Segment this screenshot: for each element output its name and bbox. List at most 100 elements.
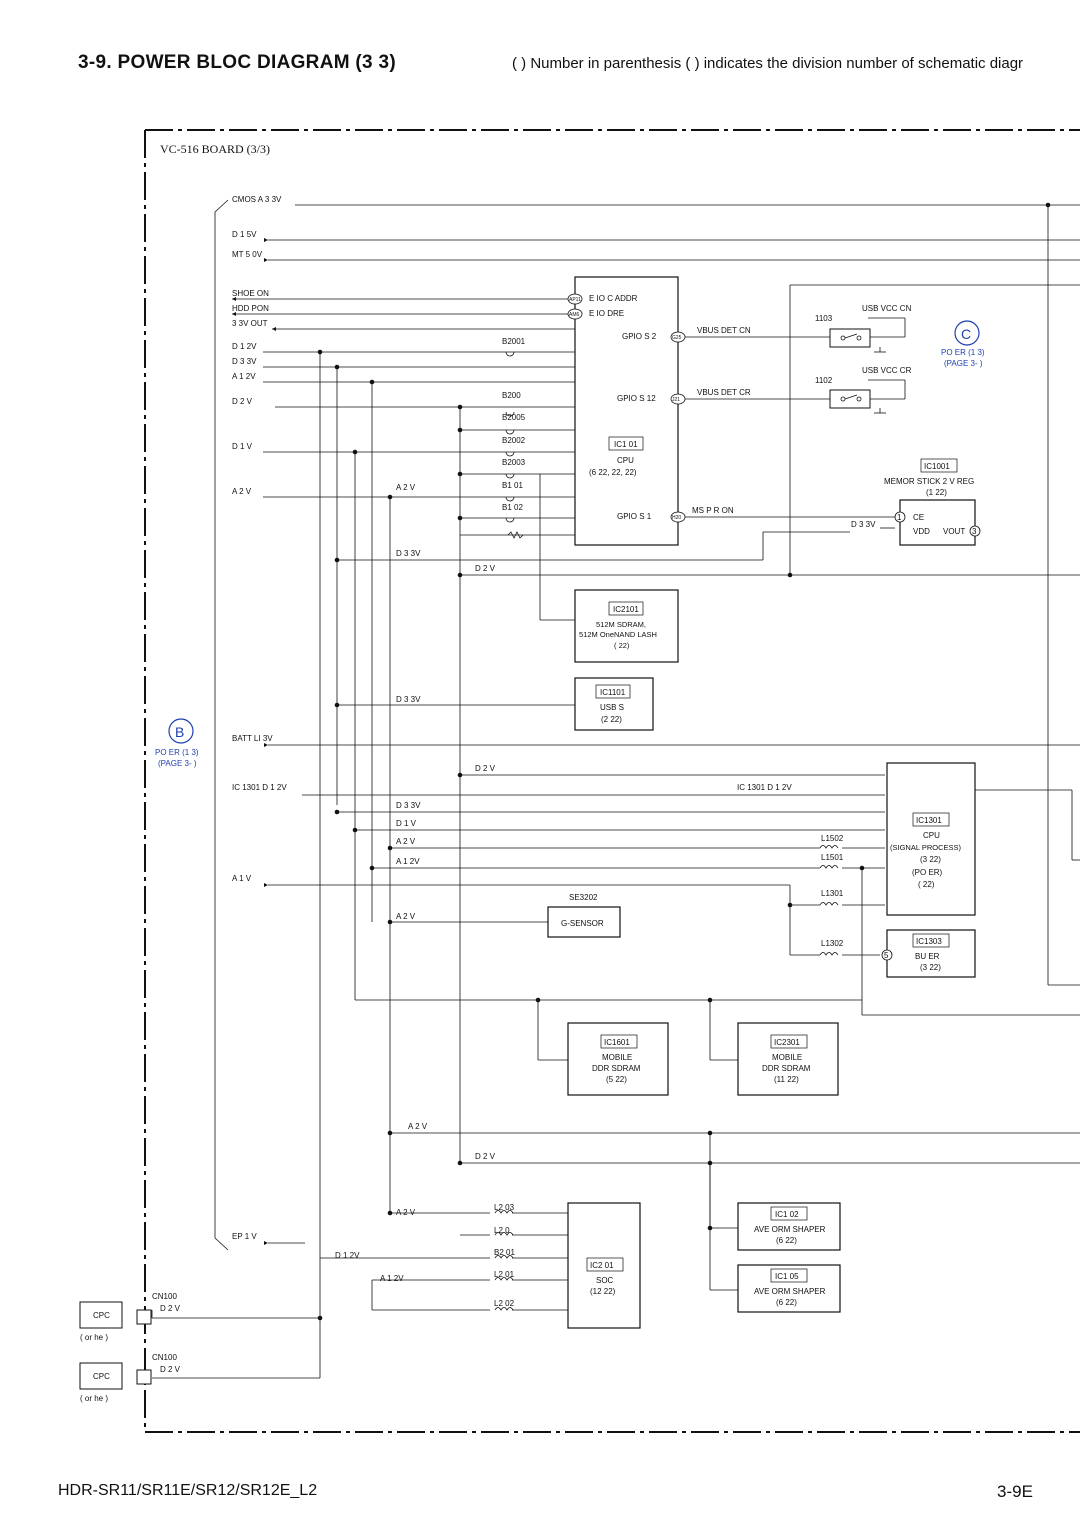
coil-l1302: L1302 <box>821 939 844 948</box>
ic1001-pin1: 1 <box>897 513 902 522</box>
ref-c-letter[interactable]: C <box>961 326 971 342</box>
inner-d2v-2: D 2 V <box>475 764 496 773</box>
inner-d2v-3: D 2 V <box>475 1152 496 1161</box>
page-title: 3-9. POWER BLOC DIAGRAM (3 3) <box>78 52 396 73</box>
ic2101-l3: ( 22) <box>614 641 630 650</box>
soc-l1: SOC <box>596 1276 614 1285</box>
ic1601-l3: (5 22) <box>606 1075 627 1084</box>
cpu-name: CPU <box>617 456 634 465</box>
label-a1v: A 1 V <box>232 874 252 883</box>
ic1-02-l2: (6 22) <box>776 1236 797 1245</box>
ic1101-l1: USB S <box>600 703 624 712</box>
coil-l2-03: L2 03 <box>494 1203 515 1212</box>
ic1001-vout: VOUT <box>943 527 965 536</box>
cn100-2: CN100 <box>152 1353 177 1362</box>
coil-l2-01: L2 01 <box>494 1270 515 1279</box>
cpu-sub: (6 22, 22, 22) <box>589 468 637 477</box>
ic1301-l2: (SIGNAL PROCESS) <box>890 843 961 852</box>
coil-l1502: L1502 <box>821 834 844 843</box>
ic1001-ce: CE <box>913 513 924 522</box>
ic1101-ref: IC1101 <box>600 688 626 697</box>
cpc-other-2: ( or he ) <box>80 1394 108 1403</box>
ref-c-line2[interactable]: (PAGE 3- ) <box>944 359 983 368</box>
cpc-d2v-1: D 2 V <box>160 1304 181 1313</box>
cpu-pin-g25: G25 <box>672 335 682 341</box>
coil-b2-01: B2 01 <box>494 1248 515 1257</box>
label-ic1301d12: IC 1301 D 1 2V <box>232 783 287 792</box>
cpu-pin-h20: H20 <box>672 515 681 521</box>
model-footer: HDR-SR11/SR11E/SR12/SR12E_L2 <box>58 1482 318 1499</box>
ic1-05-l2: (6 22) <box>776 1298 797 1307</box>
wires <box>151 204 1080 1379</box>
ref-b-line1[interactable]: PO ER (1 3) <box>155 748 199 757</box>
label-a2v: A 2 V <box>232 487 252 496</box>
label-mt50: MT 5 0V <box>232 250 263 259</box>
cpu-pin-ap11: AP11 <box>569 297 581 303</box>
ic2101-ref: IC2101 <box>613 605 639 614</box>
ic1301-ref: IC1301 <box>916 816 942 825</box>
connector-bracket <box>214 199 229 1251</box>
ic1303-pin: 5 <box>884 951 889 960</box>
ic1001-d33: D 3 3V <box>851 520 876 529</box>
coil-l2-0: L2 0 <box>494 1226 510 1235</box>
parenthesis-note: ( ) Number in parenthesis ( ) indicates … <box>512 55 1024 72</box>
cpu-pin-j21: J21 <box>672 397 680 403</box>
ref-b-letter[interactable]: B <box>175 724 184 740</box>
label-a12: A 1 2V <box>232 372 256 381</box>
ic1301-l1: CPU <box>923 831 940 840</box>
sensor-ref: SE3202 <box>569 893 598 902</box>
coil-l1301: L1301 <box>821 889 844 898</box>
cpu-gpio-s2: GPIO S 2 <box>622 332 657 341</box>
ic2301-l2: DDR SDRAM <box>762 1064 811 1073</box>
cpc-2: CPC <box>93 1372 110 1381</box>
ic2101-l2: 512M OneNAND LASH <box>579 630 657 639</box>
inner-d12: D 1 2V <box>335 1251 360 1260</box>
cpu-gpio-s1: GPIO S 1 <box>617 512 652 521</box>
label-hdd: HDD PON <box>232 304 269 313</box>
inner-d33-1: D 3 3V <box>396 549 421 558</box>
label-d2v: D 2 V <box>232 397 253 406</box>
cpc-1: CPC <box>93 1311 110 1320</box>
label-shoe: SHOE ON <box>232 289 269 298</box>
ref-b-line2[interactable]: (PAGE 3- ) <box>158 759 197 768</box>
cpc-d2v-2: D 2 V <box>160 1365 181 1374</box>
cpu-pin1-label: E IO C ADDR <box>589 294 638 303</box>
soc-l2: (12 22) <box>590 1287 616 1296</box>
ic1301-l3: (3 22) <box>920 855 941 864</box>
ic1001-ref: IC1001 <box>924 462 950 471</box>
cpu-pin-am6: AM6 <box>569 312 580 318</box>
ic1001-sub: (1 22) <box>926 488 947 497</box>
usb-vcc-cr: USB VCC CR <box>862 366 912 375</box>
cpu-gpio-s12: GPIO S 12 <box>617 394 656 403</box>
label-batt: BATT LI 3V <box>232 734 273 743</box>
soc-ref: IC2 01 <box>590 1261 614 1270</box>
ref-c-line1[interactable]: PO ER (1 3) <box>941 348 985 357</box>
ic2301-ref: IC2301 <box>774 1038 800 1047</box>
sensor-name: G-SENSOR <box>561 919 604 928</box>
ic2101-l1: 512M SDRAM, <box>596 620 646 629</box>
bead-b2003: B2003 <box>502 458 526 467</box>
label-cmos: CMOS A 3 3V <box>232 195 282 204</box>
inner-ic1301d12: IC 1301 D 1 2V <box>737 783 792 792</box>
ic1-05-ref: IC1 05 <box>775 1272 799 1281</box>
inner-d2v-1: D 2 V <box>475 564 496 573</box>
inner-d1v: D 1 V <box>396 819 417 828</box>
cpu-pin2-label: E IO DRE <box>589 309 624 318</box>
ic1301-l5: ( 22) <box>918 880 935 889</box>
bead-b200: B200 <box>502 391 521 400</box>
inner-a2v-3: A 2 V <box>396 912 416 921</box>
ic1-02-l1: AVE ORM SHAPER <box>754 1225 826 1234</box>
ic1601-l2: DDR SDRAM <box>592 1064 641 1073</box>
coil-l2-02: L2 02 <box>494 1299 515 1308</box>
ic2301-l1: MOBILE <box>772 1053 802 1062</box>
label-d1v: D 1 V <box>232 442 253 451</box>
label-ep1v: EP 1 V <box>232 1232 257 1241</box>
bead-b2002: B2002 <box>502 436 526 445</box>
inner-a2v-1: A 2 V <box>396 483 416 492</box>
board-frame <box>144 129 1080 1433</box>
inner-a2v-4: A 2 V <box>408 1122 428 1131</box>
label-33out: 3 3V OUT <box>232 319 268 328</box>
inner-a12-2: A 1 2V <box>380 1274 404 1283</box>
usb-vcc-cn: USB VCC CN <box>862 304 912 313</box>
